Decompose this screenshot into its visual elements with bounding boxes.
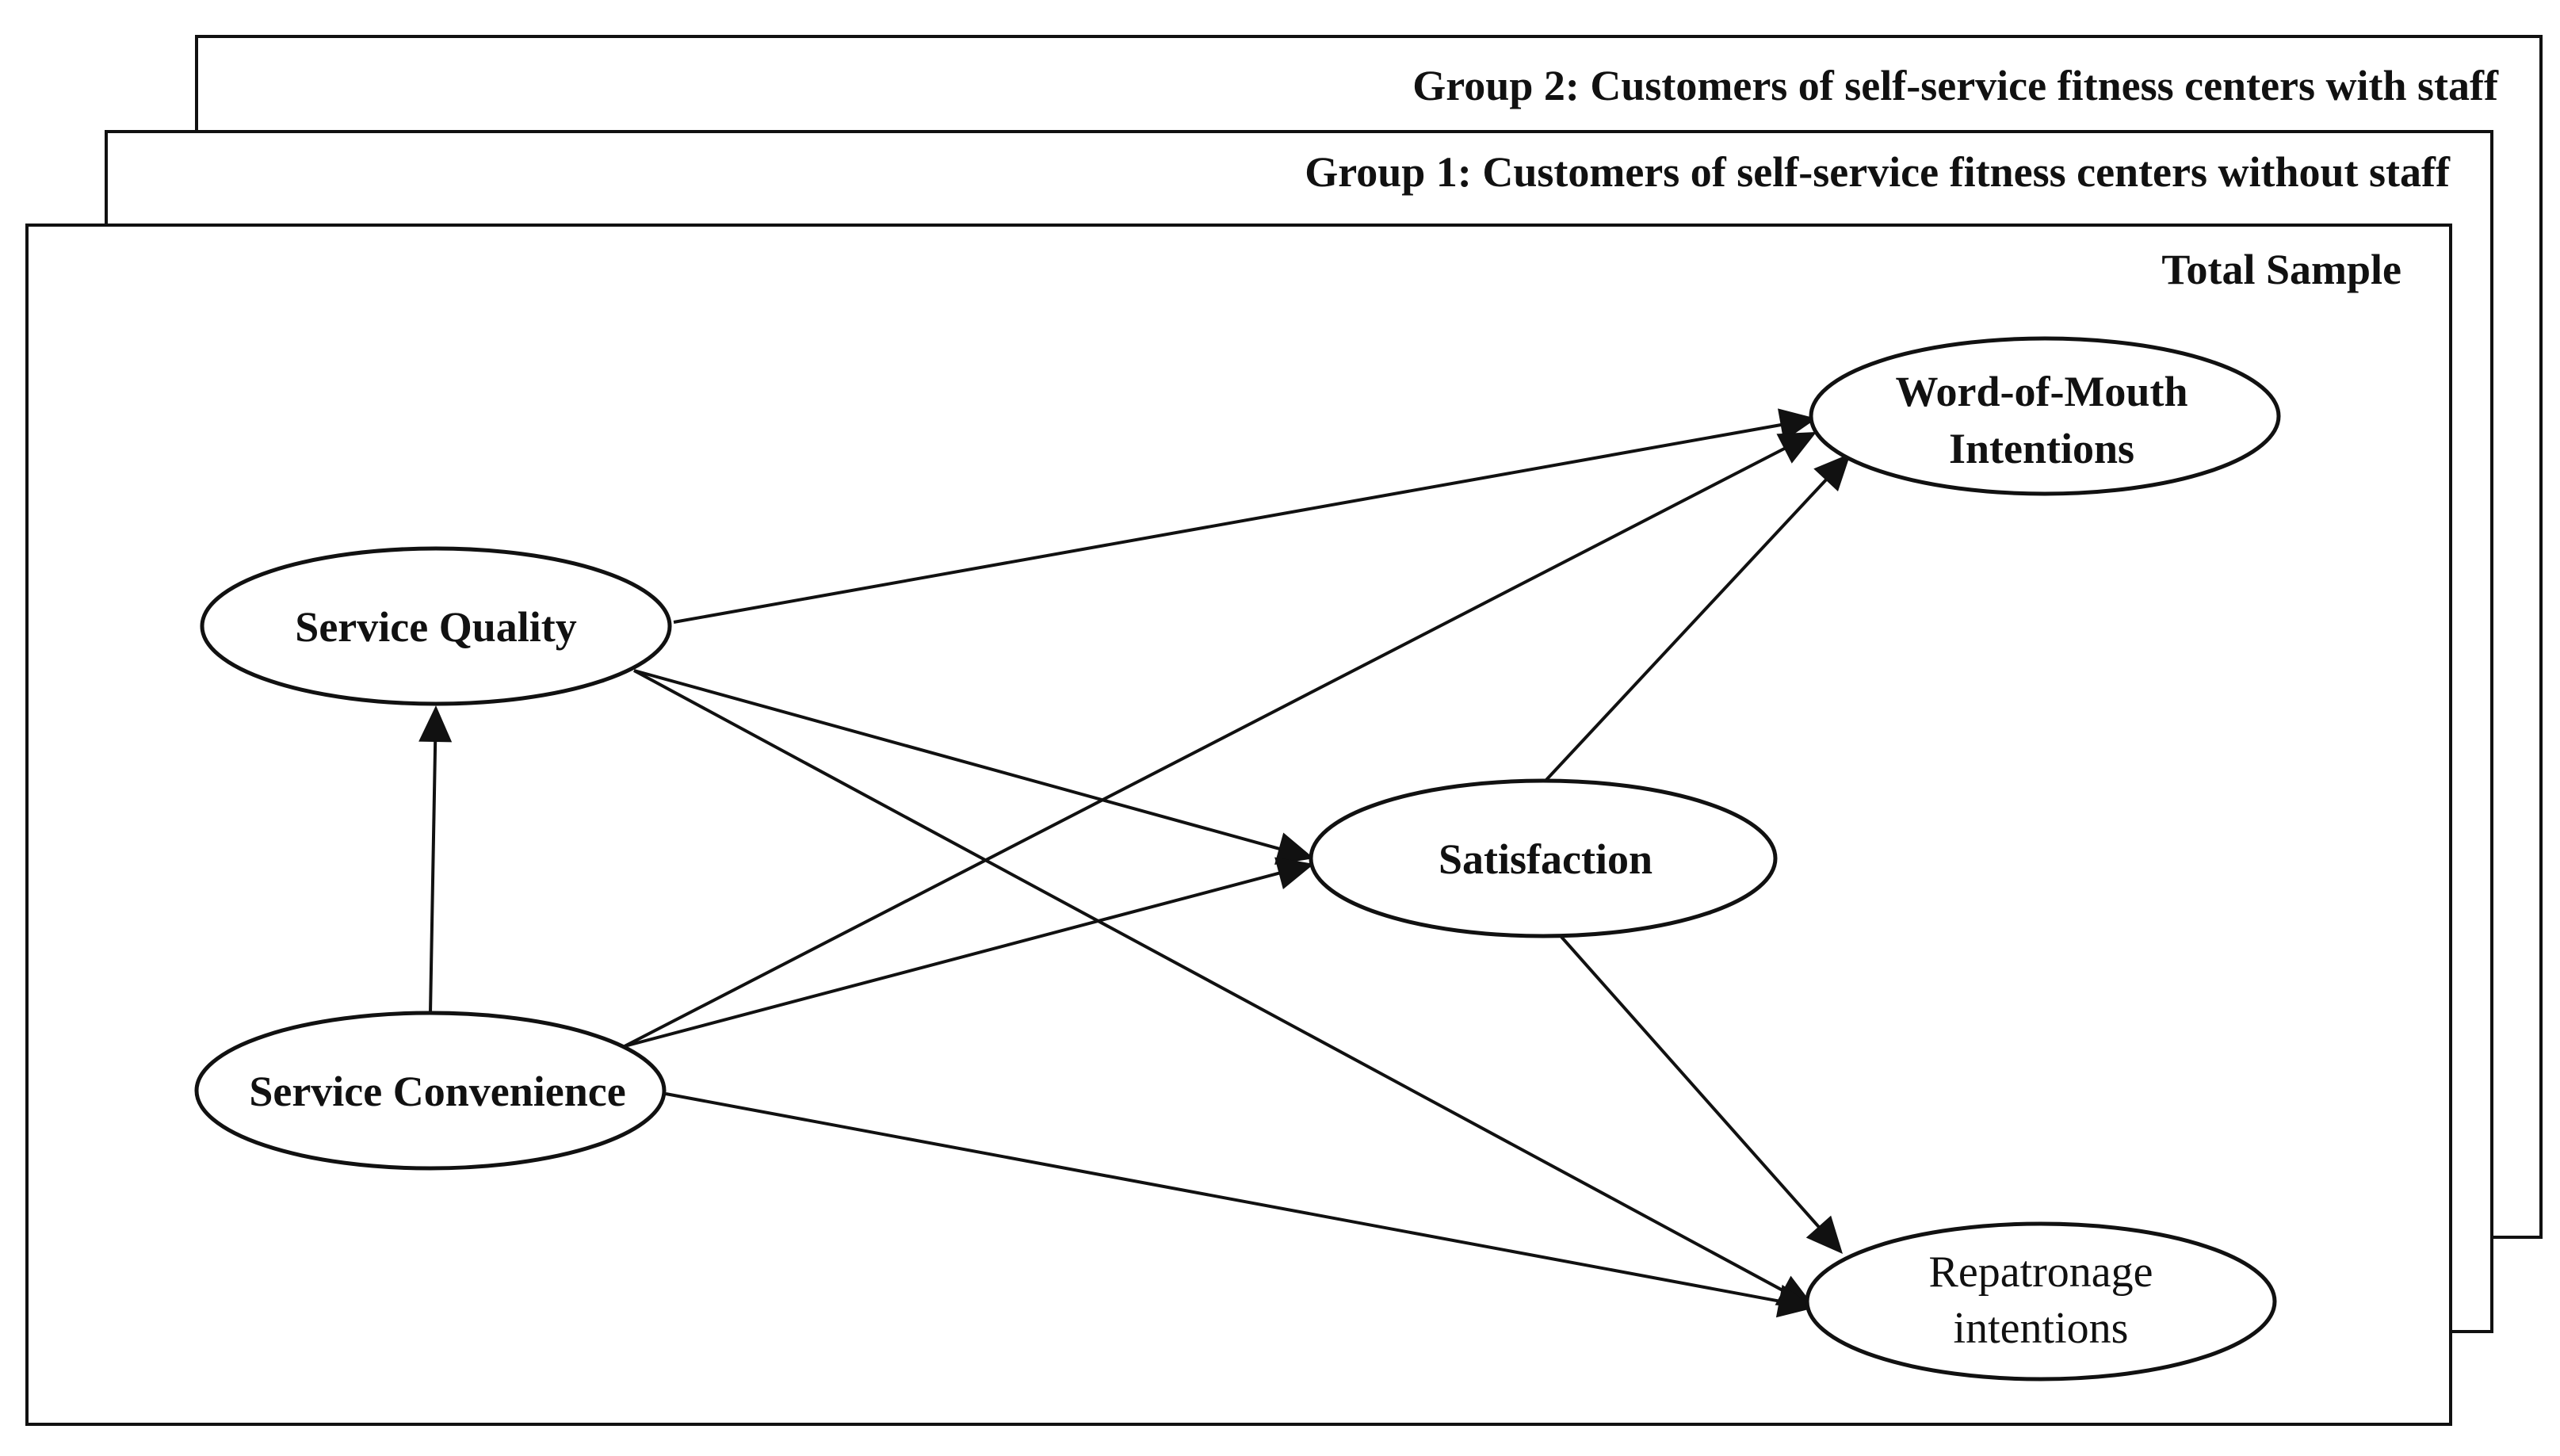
arrowhead-icon	[1778, 408, 1817, 441]
arrowhead-icon	[1775, 1284, 1815, 1318]
node-word-of-mouth: Word-of-Mouth Intentions	[1809, 336, 2281, 496]
node-repatronage-label-line-1: Repatronage	[1929, 1248, 2153, 1297]
edge-line	[665, 1092, 1783, 1304]
node-service-convenience: Service Convenience	[194, 1011, 667, 1171]
edge-line	[633, 669, 1283, 851]
node-satisfaction-label: Satisfaction	[1439, 835, 1653, 883]
arrowhead-icon	[1274, 857, 1314, 890]
node-service-quality-label: Service Quality	[295, 603, 576, 651]
arrowhead-icon	[1813, 453, 1851, 491]
edge-line	[633, 669, 1786, 1294]
edge-service-quality-to-satisfaction	[633, 669, 1314, 865]
edge-line	[624, 445, 1788, 1048]
edge-line	[673, 422, 1785, 624]
node-satisfaction-ellipse	[1309, 778, 1778, 938]
edge-line	[429, 738, 437, 1014]
edge-service-convenience-to-satisfaction	[624, 857, 1314, 1048]
frame-group-1-title: Group 1: Customers of self-service fitne…	[1305, 148, 2451, 196]
arrowhead-icon	[1805, 1215, 1843, 1254]
edge-line	[1560, 935, 1822, 1230]
edge-service-convenience-to-service-quality	[418, 705, 453, 1014]
edge-line	[624, 870, 1282, 1048]
node-service-quality-ellipse	[200, 546, 672, 706]
node-service-convenience-ellipse	[194, 1011, 667, 1171]
frame-total-sample-title: Total Sample	[2161, 246, 2401, 293]
node-repatronage-label-line-2: intentions	[1954, 1304, 2129, 1353]
edge-satisfaction-to-word-of-mouth	[1544, 453, 1851, 782]
frame-group-2-title: Group 2: Customers of self-service fitne…	[1412, 62, 2499, 109]
edge-service-quality-to-word-of-mouth	[673, 408, 1817, 624]
arrowhead-icon	[1776, 432, 1817, 464]
node-word-of-mouth-label-line-1: Word-of-Mouth	[1896, 368, 2188, 415]
arrowhead-icon	[418, 705, 453, 743]
edge-line	[1544, 476, 1829, 782]
node-satisfaction: Satisfaction	[1309, 778, 1778, 938]
node-repatronage: Repatronage intentions	[1805, 1221, 2277, 1381]
node-word-of-mouth-ellipse	[1809, 336, 2281, 496]
node-word-of-mouth-label-line-2: Intentions	[1949, 425, 2134, 472]
edge-satisfaction-to-repatronage	[1560, 935, 1843, 1254]
edge-service-convenience-to-word-of-mouth	[624, 432, 1817, 1048]
node-repatronage-ellipse	[1805, 1221, 2277, 1381]
node-service-quality: Service Quality	[200, 546, 672, 706]
edge-service-convenience-to-repatronage	[665, 1092, 1815, 1318]
arrowhead-icon	[1274, 832, 1314, 865]
edges-layer	[418, 408, 1851, 1318]
node-service-convenience-label: Service Convenience	[249, 1068, 625, 1115]
